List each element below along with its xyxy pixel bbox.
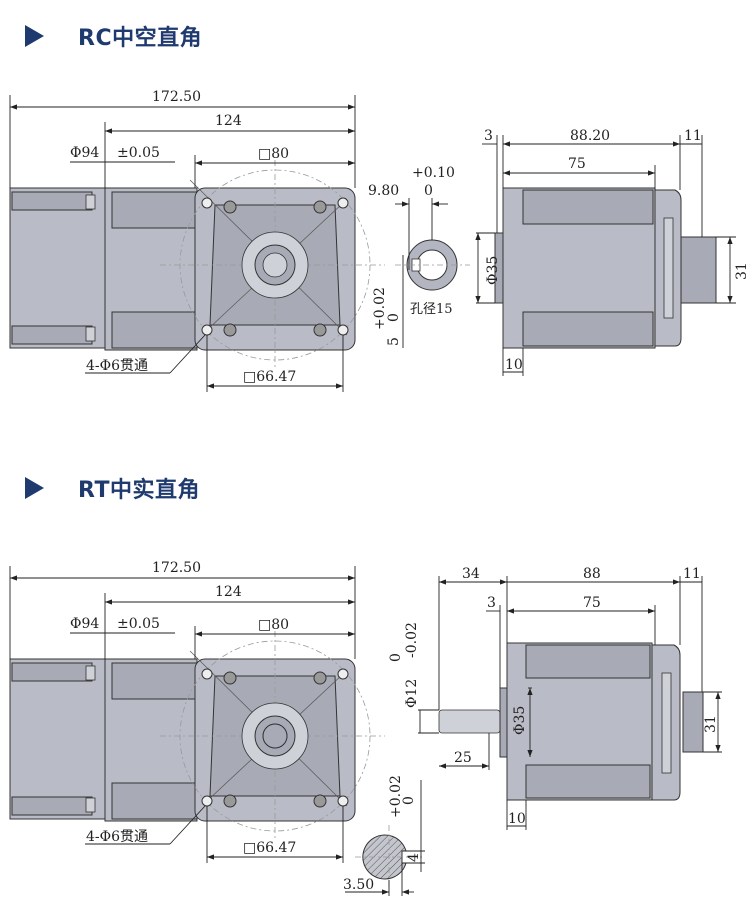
dim-flange-len: 10 <box>508 811 526 827</box>
dim-flange-len: 10 <box>505 357 523 373</box>
triangle-bullet-icon <box>25 25 44 47</box>
keyway-width-tol-zero: 0 <box>386 313 402 322</box>
dim-overall: 172.50 <box>152 89 201 105</box>
rc-side-view: 3 88.20 11 75 Φ35 31 10 <box>475 128 750 376</box>
dim-stub: 31 <box>703 715 719 733</box>
key-tol-upper: +0.02 <box>388 775 404 818</box>
rc-front-view: 172.50 124 Φ94 ±0.05 □80 □66.47 4-Φ6贯通 <box>10 89 385 392</box>
key-width: 4 <box>406 853 422 862</box>
dim-key-len: 25 <box>454 750 472 766</box>
dim-length: 88.20 <box>570 128 610 144</box>
keyway-depth: 9.80 <box>368 183 399 199</box>
dim-flange-thk: 3 <box>487 595 496 611</box>
dim-pcd-tol: ±0.05 <box>117 145 160 161</box>
dim-pilot: Φ35 <box>485 256 501 285</box>
dim-gear-length: 124 <box>215 584 242 600</box>
keyway-tol-zero: 0 <box>424 183 433 199</box>
section-title: RC中空直角 <box>78 26 203 51</box>
rt-front-view: 172.50 124 Φ94 ±0.05 □80 □66.47 4-Φ6贯通 <box>10 560 385 863</box>
keyway-width-tol-upper: +0.02 <box>372 287 388 330</box>
dim-holes: 4-Φ6贯通 <box>86 829 148 845</box>
rc-keyway-detail: +0.10 9.80 0 孔径15 +0.02 0 5 <box>368 165 470 348</box>
dim-pilot: Φ35 <box>512 706 528 735</box>
rt-side-view: 34 88 11 3 75 Φ12 -0.02 0 25 Φ35 31 10 <box>388 566 722 830</box>
dim-holes: 4-Φ6贯通 <box>86 358 148 374</box>
dim-shaft-tol-lower: -0.02 <box>404 622 420 658</box>
dim-length: 88 <box>583 566 601 582</box>
dim-overall: 172.50 <box>152 560 201 576</box>
dim-pcd: Φ94 <box>70 616 99 632</box>
dim-flange-thk: 3 <box>484 128 493 144</box>
dim-hole-spacing: □66.47 <box>243 840 296 856</box>
key-depth: 3.50 <box>343 877 374 893</box>
dim-flange: □80 <box>258 146 289 162</box>
keyway-width: 5 <box>386 337 402 346</box>
rt-key-section: +0.02 0 4 3.50 <box>343 775 425 896</box>
dim-hole-spacing: □66.47 <box>243 369 296 385</box>
dim-flange: □80 <box>258 617 289 633</box>
triangle-bullet-icon <box>25 477 44 499</box>
dim-body: 75 <box>583 595 601 611</box>
dim-cap: 11 <box>684 128 702 144</box>
dim-shaft-tol-upper: 0 <box>388 653 404 662</box>
dim-body: 75 <box>568 156 586 172</box>
dim-shaft-dia: Φ12 <box>404 679 420 708</box>
section-header-rt: RT中实直角 <box>25 472 200 504</box>
dim-shaft-len: 34 <box>462 566 480 582</box>
bore-label: 孔径15 <box>410 302 453 317</box>
section-header-rc: RC中空直角 <box>25 20 202 52</box>
dim-gear-length: 124 <box>215 113 242 129</box>
section-title: RT中实直角 <box>78 478 200 503</box>
dim-pcd-tol: ±0.05 <box>117 616 160 632</box>
key-tol-zero: 0 <box>401 796 417 805</box>
dim-stub: 31 <box>734 262 750 280</box>
keyway-tol-upper: +0.10 <box>412 165 455 181</box>
dim-cap: 11 <box>683 566 701 582</box>
dim-pcd: Φ94 <box>70 145 99 161</box>
